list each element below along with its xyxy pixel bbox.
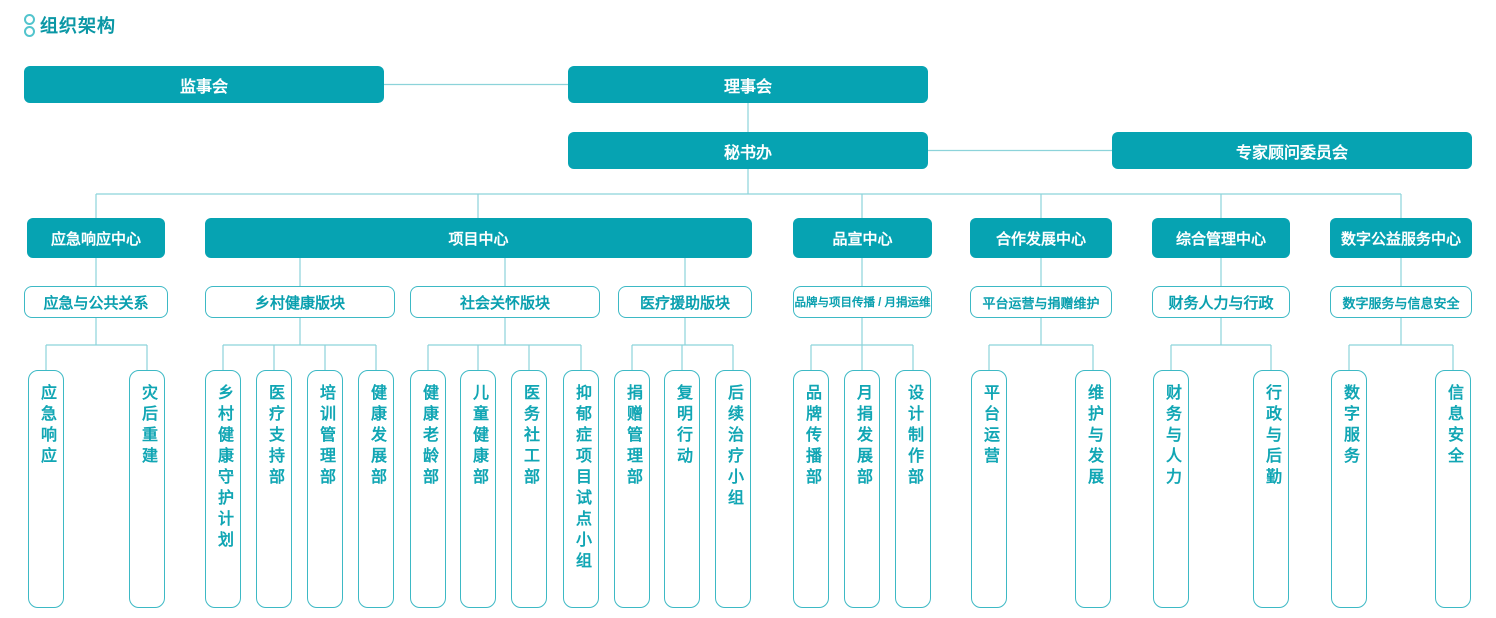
node-board-of-directors: 理事会 — [568, 66, 928, 103]
node-dept-health-development: 健康发展部 — [358, 370, 394, 608]
node-center-general-management: 综合管理中心 — [1152, 218, 1290, 258]
node-dept-design-production: 设计制作部 — [895, 370, 931, 608]
node-center-brand-publicity: 品宣中心 — [793, 218, 932, 258]
node-dept-platform-operations: 平台运营 — [971, 370, 1007, 608]
node-dept-maintenance-development: 维护与发展 — [1075, 370, 1111, 608]
node-division-platform-donation: 平台运营与捐赠维护 — [970, 286, 1112, 318]
node-division-finance-hr-admin: 财务人力与行政 — [1152, 286, 1290, 318]
node-dept-child-health: 儿童健康部 — [460, 370, 496, 608]
node-center-projects: 项目中心 — [205, 218, 752, 258]
page-title: 组织架构 — [24, 12, 116, 38]
node-dept-donation-management: 捐赠管理部 — [614, 370, 650, 608]
node-dept-healthy-aging: 健康老龄部 — [410, 370, 446, 608]
node-dept-follow-up-treatment-group: 后续治疗小组 — [715, 370, 751, 608]
node-division-emergency-public-relations: 应急与公共关系 — [24, 286, 168, 318]
node-division-rural-health: 乡村健康版块 — [205, 286, 395, 318]
double-ring-icon — [24, 13, 35, 37]
node-advisory-committee: 专家顾问委员会 — [1112, 132, 1472, 169]
node-dept-information-security: 信息安全 — [1435, 370, 1471, 608]
node-center-cooperation-development: 合作发展中心 — [970, 218, 1112, 258]
node-dept-finance-hr: 财务与人力 — [1153, 370, 1189, 608]
node-supervisory-board: 监事会 — [24, 66, 384, 103]
node-dept-monthly-giving-development: 月捐发展部 — [844, 370, 880, 608]
node-secretariat: 秘书办 — [568, 132, 928, 169]
node-dept-medical-social-work: 医务社工部 — [511, 370, 547, 608]
node-dept-depression-pilot-group: 抑郁症项目试点小组 — [563, 370, 599, 608]
node-dept-training-management: 培训管理部 — [307, 370, 343, 608]
node-center-digital-welfare: 数字公益服务中心 — [1330, 218, 1472, 258]
node-division-brand-monthly-giving: 品牌与项目传播 / 月捐运维 — [793, 286, 932, 318]
node-division-social-care: 社会关怀版块 — [410, 286, 600, 318]
node-dept-disaster-reconstruction: 灾后重建 — [129, 370, 165, 608]
node-dept-digital-services: 数字服务 — [1331, 370, 1367, 608]
node-dept-admin-logistics: 行政与后勤 — [1253, 370, 1289, 608]
node-division-medical-aid: 医疗援助版块 — [618, 286, 752, 318]
node-division-digital-infosec: 数字服务与信息安全 — [1330, 286, 1472, 318]
node-dept-sight-restoration-action: 复明行动 — [664, 370, 700, 608]
node-dept-brand-communication: 品牌传播部 — [793, 370, 829, 608]
node-dept-rural-health-guardian-plan: 乡村健康守护计划 — [205, 370, 241, 608]
node-dept-medical-support: 医疗支持部 — [256, 370, 292, 608]
page-title-text: 组织架构 — [40, 16, 116, 36]
node-center-emergency-response: 应急响应中心 — [27, 218, 165, 258]
node-dept-emergency-response: 应急响应 — [28, 370, 64, 608]
